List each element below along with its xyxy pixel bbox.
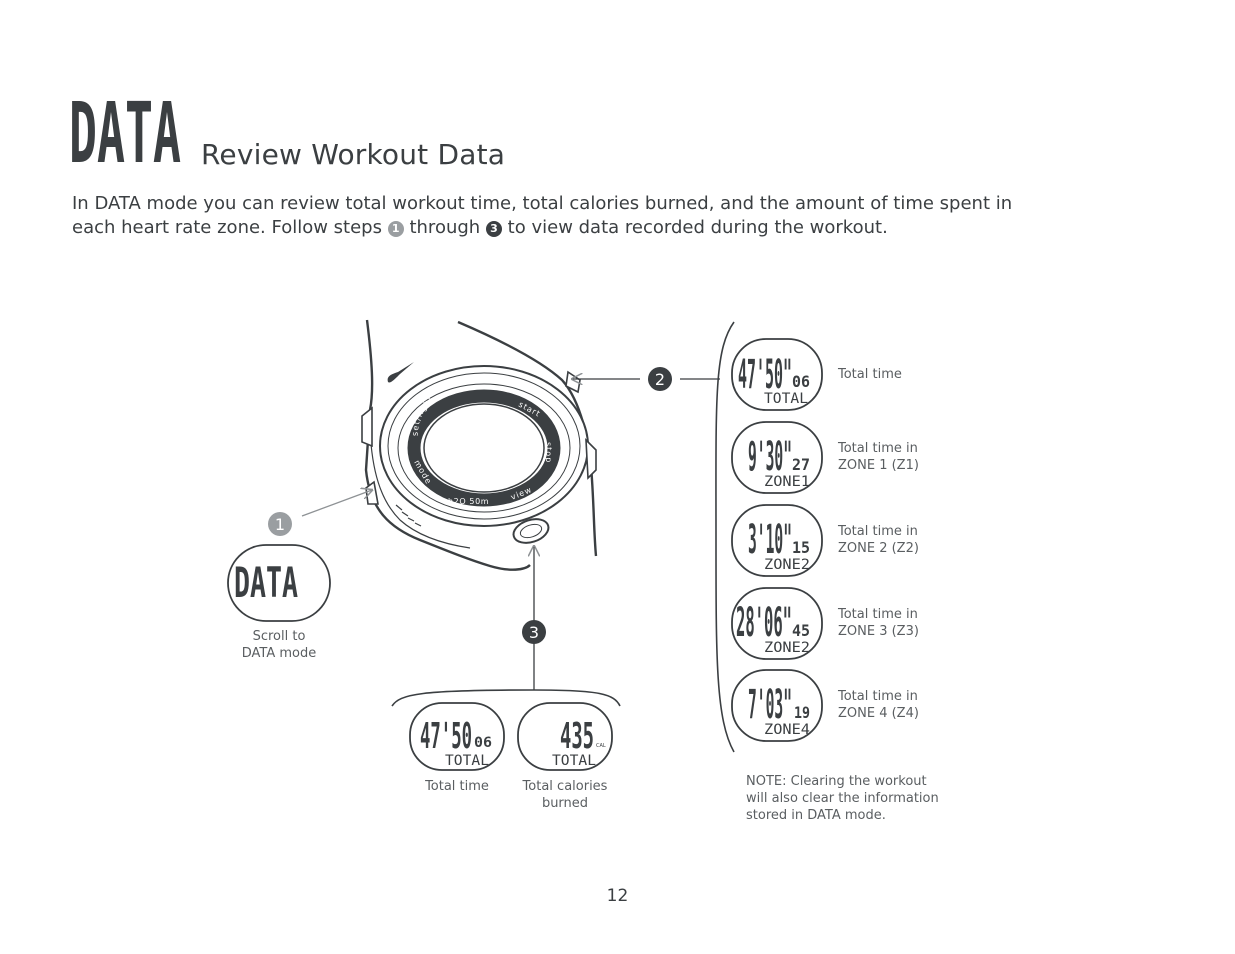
intro-text-part2: through [409,217,481,238]
water-rating-label: h2O 50m [448,497,489,506]
label-line: Total time in [838,607,918,622]
screen-main-value: 9'30" [748,434,792,480]
step-2-number: 2 [655,370,665,389]
bottom-screens-bracket [391,689,621,707]
step-1-marker: 1 [387,221,404,237]
intro-text-part3: to view data recorded during the workout… [507,217,888,238]
note-line: will also clear the information [746,791,939,806]
step-3-badge [522,620,546,644]
note: NOTE: Clearing the workout will also cle… [746,773,939,824]
zone-label-z2: Total time in ZONE 2 (Z2) [838,523,919,557]
page-number: 12 [606,886,629,906]
label-line: ZONE 2 (Z2) [838,541,919,556]
intro-paragraph: In DATA mode you can review total workou… [72,192,1032,240]
zone-screen-z3: 28'06" 45 ZONE2 [731,587,823,660]
stop-label: stop [544,442,553,463]
data-mode-screen-text: DATA [234,558,298,607]
screen-sub-label: TOTAL [552,753,596,769]
data-mode-logo: DATA [69,96,181,166]
step-2-badge [648,367,672,391]
zone-label-z3: Total time in ZONE 3 (Z3) [838,606,919,640]
step-1-arrow [301,490,372,517]
screen-small-value: 27 [792,455,810,474]
label-line: Total time in [838,441,918,456]
screen-main-value: 435 [560,716,594,757]
caption-line: Scroll to [252,629,306,644]
screen-small-value: 06 [792,372,810,391]
note-line: stored in DATA mode. [746,808,886,823]
label-line: Total time in [838,524,918,539]
data-mode-screen [227,544,331,622]
swoosh-logo-icon [387,362,414,383]
screen-sub-label: TOTAL [445,753,489,769]
screen-unit-label: CAL [596,743,606,749]
label-line: Total time in [838,689,918,704]
watch: set/light start stop mode h2O 50m view [361,319,598,571]
caption-line: DATA mode [241,646,317,661]
zone-label-total: Total time [838,366,902,383]
screen-sub-label: TOTAL [764,391,808,407]
zone-screen-z1: 9'30" 27 ZONE1 [731,421,823,494]
zone-screens-bracket [715,321,735,753]
calories-caption: Total calories burned [508,778,622,812]
screen-main-value: 7'03" [748,682,792,728]
screen-main-value: 47'50" [738,352,792,398]
screen-main-value: 3'10" [748,517,792,563]
zone-label-z1: Total time in ZONE 1 (Z1) [838,440,919,474]
zone-screen-total: 47'50" 06 TOTAL [731,338,823,411]
screen-sub-label: ZONE2 [764,640,810,656]
screen-sub-label: ZONE2 [764,557,810,573]
screen-main-value: 28'06" [736,600,792,646]
data-mode-logo-text: DATA [69,96,181,166]
total-time-caption: Total time [425,779,489,794]
intro-text-part1: In DATA mode you can review total workou… [72,193,1013,238]
bottom-screen-total-time: 47'50 06 TOTAL [409,702,505,771]
screen-small-value: 15 [792,538,810,557]
caption-line: Total calories [522,779,608,794]
page-title: Review Workout Data [201,138,506,171]
step-1-badge [268,512,292,536]
label-line: Total time [838,367,902,382]
screen-main-value: 47'50 [420,716,472,757]
data-mode-caption: Scroll to DATA mode [228,628,330,662]
screen-small-value: 45 [792,621,810,640]
screen-sub-label: ZONE4 [764,722,810,738]
note-line: NOTE: Clearing the workout [746,774,927,789]
screen-small-value: 19 [794,703,810,722]
label-line: ZONE 4 (Z4) [838,706,919,721]
step-3-number: 3 [529,623,539,642]
zone-screen-z4: 7'03" 19 ZONE4 [731,669,823,742]
label-line: ZONE 3 (Z3) [838,624,919,639]
label-line: ZONE 1 (Z1) [838,458,919,473]
screen-sub-label: ZONE1 [764,474,810,490]
step-3-marker: 3 [485,221,502,237]
bottom-screen-calories: 435 CAL TOTAL [517,702,613,771]
zone-screen-z2: 3'10" 15 ZONE2 [731,504,823,577]
caption-line: burned [541,796,589,811]
screen-small-value: 06 [474,735,492,751]
step-1-number: 1 [275,515,285,534]
zone-label-z4: Total time in ZONE 4 (Z4) [838,688,919,722]
